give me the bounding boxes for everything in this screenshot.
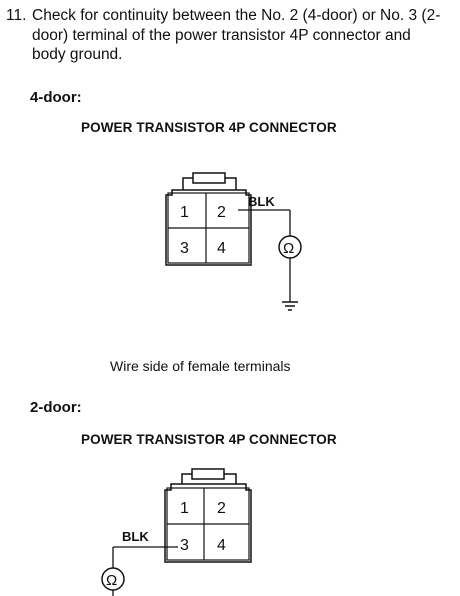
pin-3-label: 3 xyxy=(180,240,189,257)
pin-2-label: 2 xyxy=(217,204,226,221)
wire-label-blk: BLK xyxy=(122,529,149,544)
connector-diagram-2-door: 1 2 3 4 BLK Ω xyxy=(101,468,252,596)
pin-3-label: 3 xyxy=(180,537,189,554)
pin-4-label: 4 xyxy=(217,537,226,554)
connector-diagram-4-door: 1 2 3 4 BLK Ω xyxy=(165,172,302,311)
wire-label-blk: BLK xyxy=(248,194,275,209)
connector-title-4-door: POWER TRANSISTOR 4P CONNECTOR xyxy=(81,120,337,135)
ground-icon xyxy=(282,301,298,311)
caption-wire-side: Wire side of female terminals xyxy=(110,358,291,374)
pin-4-label: 4 xyxy=(217,240,226,257)
section-label-2-door: 2-door: xyxy=(30,399,82,416)
ohm-symbol: Ω xyxy=(106,572,117,589)
pin-1-label: 1 xyxy=(180,500,189,517)
section-label-4-door: 4-door: xyxy=(30,89,82,106)
ohm-symbol: Ω xyxy=(283,240,294,257)
pin-1-label: 1 xyxy=(180,204,189,221)
connector-title-2-door: POWER TRANSISTOR 4P CONNECTOR xyxy=(81,432,337,447)
pin-2-label: 2 xyxy=(217,500,226,517)
step-number: 11. xyxy=(6,7,27,24)
step-text: Check for continuity between the No. 2 (… xyxy=(32,7,441,63)
